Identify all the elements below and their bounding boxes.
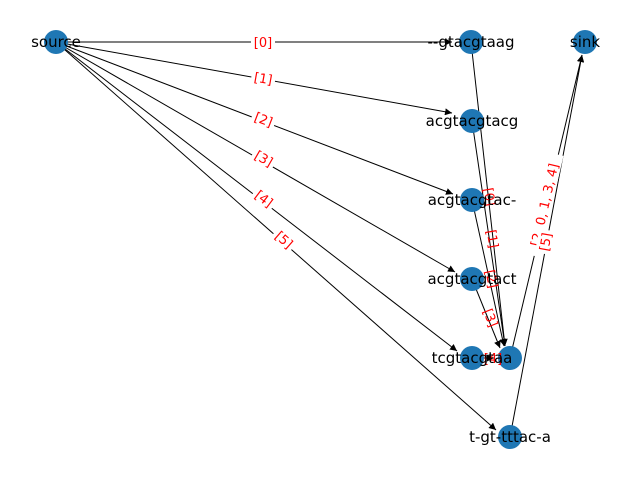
edge-label-2: [2] [252, 110, 275, 131]
edge-n2-sink [471, 199, 506, 347]
edge-label-n1-sink: [1] [483, 229, 501, 250]
edge-label-n4-sink: [4] [484, 352, 502, 367]
edge-labels-layer: [0] [1] [2] [3] [4] [5] [0] [1] [2] [249, 34, 564, 367]
node-label-sink: sink [570, 33, 600, 51]
edges-layer [55, 38, 585, 438]
node-label-n5: t-gt-tttac-a [469, 428, 551, 446]
node-n0[interactable] [459, 30, 483, 54]
edge-label-n0-sink: [0] [480, 187, 498, 208]
edge-n1-sink [471, 120, 508, 347]
node-labels-layer: source --gtacgtaag acgtacgtacg acgtacgta… [31, 33, 600, 446]
edge-label-n5-final: [5] [538, 232, 556, 253]
node-label-n4: tcgtacgtaa [432, 349, 513, 367]
node-label-n2: acgtacgtac- [428, 191, 517, 209]
edge-label-n2-sink: [2] [481, 269, 500, 290]
node-label-n3: acgtacgtact [427, 270, 516, 288]
node-source[interactable] [44, 30, 68, 54]
node-n4[interactable] [460, 346, 484, 370]
edge-n0-sink [470, 41, 508, 347]
edge-label-1: [1] [253, 71, 274, 89]
edge-n3-sink [471, 278, 501, 349]
node-n5[interactable] [498, 425, 522, 449]
node-sink[interactable] [573, 30, 597, 54]
edge-label-0: [0] [254, 36, 272, 51]
edge-label-n3-sink: [3] [479, 307, 500, 330]
nodes-layer [44, 30, 597, 449]
node-label-n0: --gtacgtaag [428, 33, 515, 51]
node-n3[interactable] [460, 267, 484, 291]
node-label-n1: acgtacgtacg [426, 112, 519, 130]
node-label-source: source [31, 33, 81, 51]
node-n1[interactable] [460, 109, 484, 133]
node-sink-inline[interactable] [498, 346, 522, 370]
node-n2[interactable] [460, 188, 484, 212]
